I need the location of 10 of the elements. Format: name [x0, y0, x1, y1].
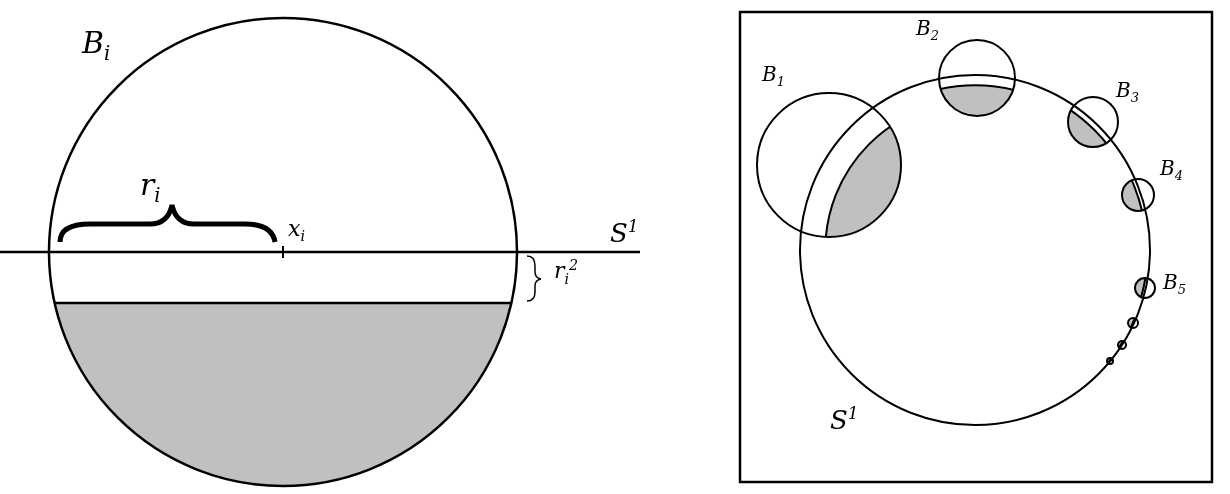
math-label: r$_{i}$ [140, 170, 161, 206]
math-label: B$_{5}$ [1163, 272, 1186, 296]
math-label: x$_{i}$ [288, 218, 305, 244]
math-label: S$^{1}$ [610, 218, 639, 246]
math-label: S$^{1}$ [830, 405, 859, 433]
math-label: B$_{2}$ [916, 18, 939, 42]
math-label: B$_{1}$ [762, 64, 785, 88]
math-label: B$_{3}$ [1116, 80, 1139, 104]
math-label: B$_{4}$ [1160, 158, 1183, 182]
math-label: B$_{i}$ [82, 28, 111, 64]
